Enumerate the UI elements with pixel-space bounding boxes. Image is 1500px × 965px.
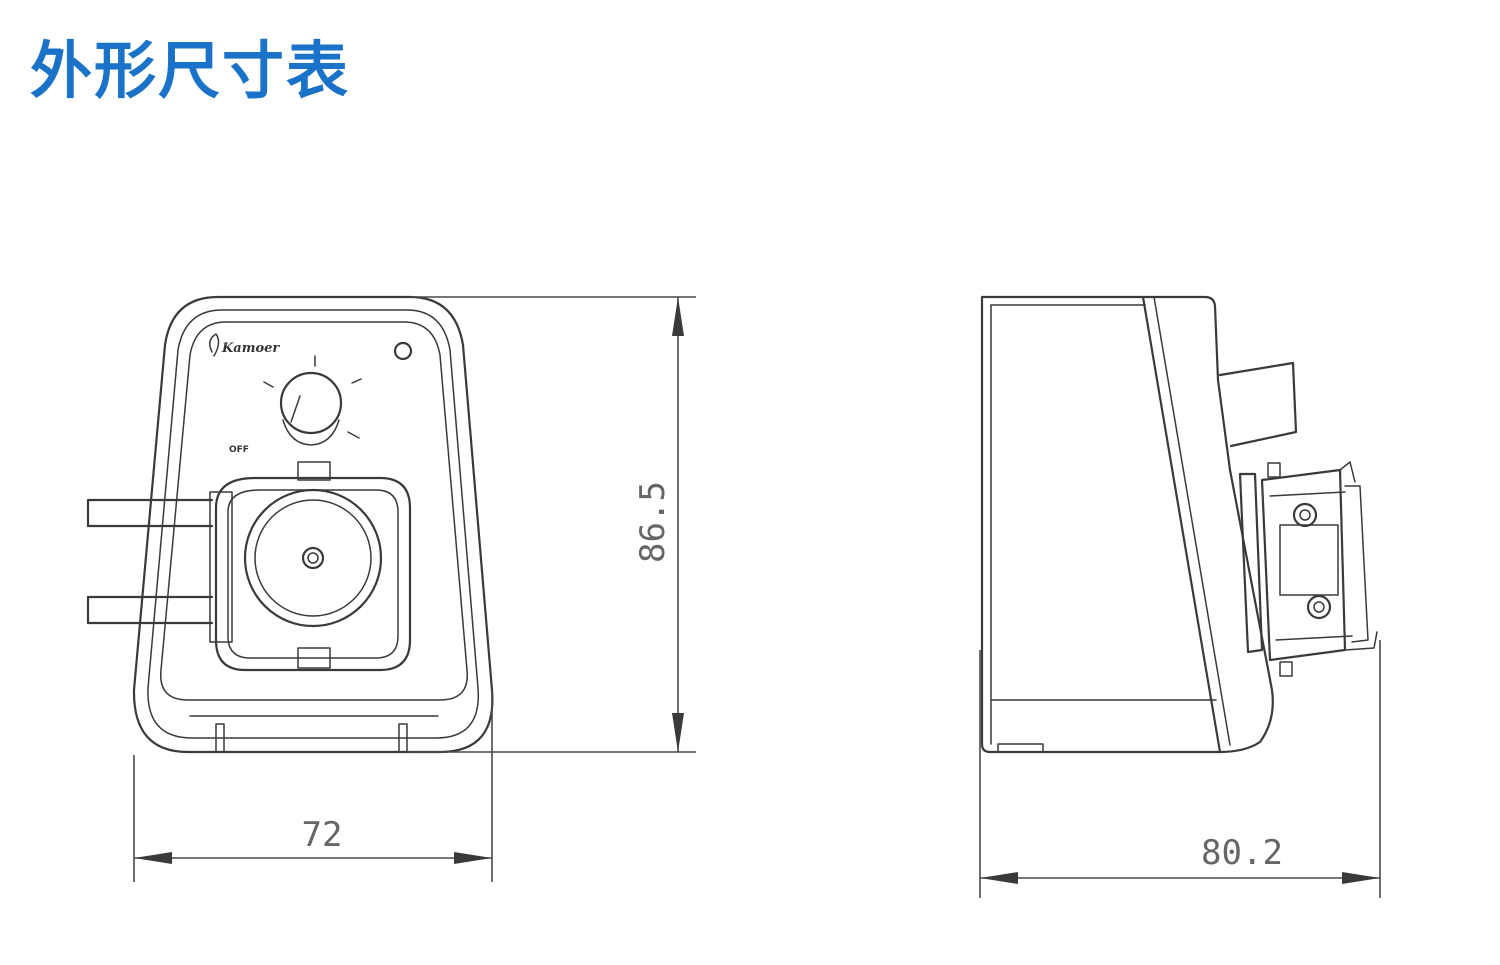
pump-tubes [86,498,214,625]
foot-left [215,723,225,753]
side-view: 80.2 [979,295,1381,898]
brand-logo-icon [209,333,220,357]
page-title: 外形尺寸表 [30,34,351,107]
speed-knob [263,355,362,446]
width-dimension [133,690,493,882]
housing-outline [132,295,494,754]
front-face-seam [1141,295,1222,754]
knob-off-label: OFF [229,445,249,455]
width-dimension-label: 72 [302,815,343,855]
front-panel [160,321,468,701]
housing-bezel [147,309,480,739]
depth-dimension [979,640,1381,898]
side-housing-outline [980,295,1274,754]
front-face-seam-inner [1153,296,1231,746]
height-dimension [410,296,696,753]
depth-dimension-label: 80.2 [1201,833,1283,873]
indicator-led [393,341,413,361]
height-dimension-label: 86.5 [633,481,673,563]
brand-label: Kamoer [221,341,280,356]
side-foot [997,743,1044,753]
knob-side-profile [1218,361,1298,448]
front-view: Kamoer OFF [86,295,696,882]
foot-right [398,723,408,753]
pump-head [209,461,412,672]
pump-head-side [1238,461,1378,677]
